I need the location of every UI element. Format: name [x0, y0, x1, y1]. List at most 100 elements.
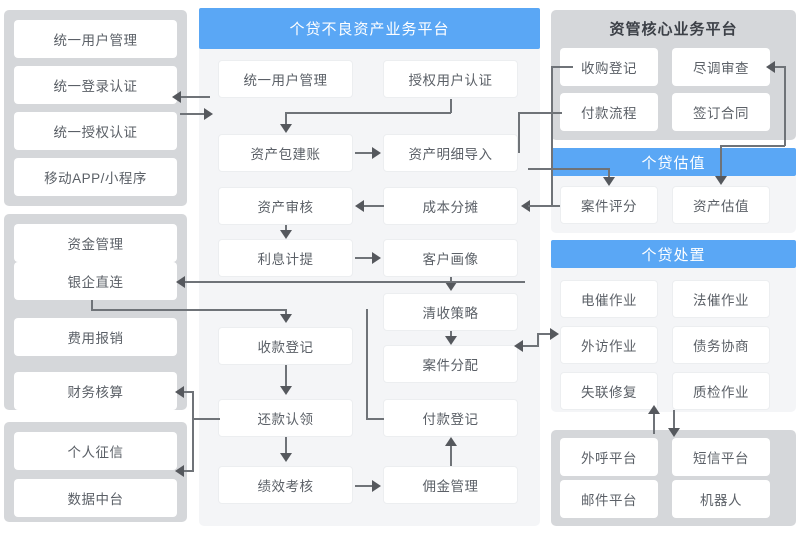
- connector-payment-process-to-center: [518, 112, 562, 114]
- right-disposal-item-phone-collection[interactable]: 电催作业: [560, 280, 658, 318]
- connector-center-to-bank-direct: [182, 281, 525, 283]
- right-core-item-sign-contract[interactable]: 签订合同: [672, 93, 770, 131]
- connector-repayment-to-performance: [285, 437, 287, 456]
- arrow-into-due-diligence-review: [766, 61, 775, 73]
- connector-commission-to-payment-reg: [450, 446, 452, 466]
- connector-due-diligence-to-asset-valuation-v2: [720, 145, 722, 178]
- arrow-repayment-to-personal-credit: [175, 465, 184, 477]
- connector-performance-to-commission: [355, 485, 375, 487]
- center-panel-header: 个贷不良资产业务平台: [199, 8, 540, 49]
- center-node-authorized-user-auth[interactable]: 授权用户认证: [383, 60, 518, 98]
- center-node-interest-accrual[interactable]: 利息计提: [218, 239, 353, 277]
- right-channel-item-sms-platform[interactable]: 短信平台: [672, 438, 770, 476]
- connector-disposal-to-channel-down: [673, 410, 675, 430]
- arrow-left-to-center-in: [172, 91, 181, 103]
- arrow-customer-profile-to-strategy: [445, 282, 457, 291]
- center-node-payment-receipt-registration[interactable]: 收款登记: [218, 327, 353, 365]
- right-disposal-item-field-visit[interactable]: 外访作业: [560, 326, 658, 364]
- connector-auth-to-asset-account-v1: [450, 99, 452, 113]
- connector-case-assignment-disposal-h2: [537, 333, 553, 335]
- center-node-customer-profile[interactable]: 客户画像: [383, 239, 518, 277]
- center-node-case-assignment[interactable]: 案件分配: [383, 345, 518, 383]
- left-item-personal-credit[interactable]: 个人征信: [14, 432, 177, 470]
- connector-payment-reg-to-left-v: [366, 309, 368, 419]
- right-core-item-due-diligence-review[interactable]: 尽调审查: [672, 48, 770, 86]
- right-channel-item-outbound-call-platform[interactable]: 外呼平台: [560, 438, 658, 476]
- right-disposal-item-debt-negotiation[interactable]: 债务协商: [672, 326, 770, 364]
- connector-center-to-left-out: [180, 113, 210, 115]
- arrow-repayment-to-financial-accounting: [175, 386, 184, 398]
- connector-strategy-to-case-assignment: [450, 331, 452, 338]
- arrow-performance-to-commission: [372, 480, 381, 492]
- right-disposal-item-lost-contact-repair[interactable]: 失联修复: [560, 372, 658, 410]
- arrow-asset-account-to-detail: [372, 147, 381, 159]
- connector-payment-reg-to-left-h: [366, 418, 384, 420]
- right-channel-item-robot[interactable]: 机器人: [672, 480, 770, 518]
- connector-asset-account-to-detail: [355, 152, 375, 154]
- connector-due-diligence-feed: [551, 66, 573, 68]
- left-item-bank-enterprise-direct[interactable]: 银企直连: [14, 262, 177, 300]
- arrow-disposal-to-case-assignment: [514, 340, 523, 352]
- center-node-payment-registration[interactable]: 付款登记: [383, 399, 518, 437]
- left-item-unified-user-management[interactable]: 统一用户管理: [14, 20, 177, 58]
- connector-left-to-center-in: [178, 96, 210, 98]
- connector-asset-review-to-interest: [285, 225, 287, 233]
- connector-interest-to-customer-profile: [355, 257, 375, 259]
- connector-center-to-case-scoring-h: [528, 168, 610, 170]
- arrow-to-asset-package-account: [280, 124, 292, 133]
- arrow-receipt-to-repayment-claim: [280, 386, 292, 395]
- left-item-unified-authorization-auth[interactable]: 统一授权认证: [14, 112, 177, 150]
- center-node-repayment-claim[interactable]: 还款认领: [218, 399, 353, 437]
- connector-right-to-cost-allocation-v: [551, 66, 553, 206]
- arrow-channel-to-disposal: [648, 405, 660, 414]
- connector-due-diligence-to-asset-valuation-v1: [784, 66, 786, 146]
- left-item-mobile-app-miniprogram[interactable]: 移动APP/小程序: [14, 158, 177, 196]
- connector-case-scoring-to-center: [528, 205, 560, 207]
- center-node-asset-detail-import[interactable]: 资产明细导入: [383, 134, 518, 172]
- connector-case-assignment-disposal-h1: [521, 345, 539, 347]
- right-core-item-payment-process[interactable]: 付款流程: [560, 93, 658, 131]
- connector-auth-to-asset-account-v2: [285, 112, 287, 126]
- connector-repayment-to-left-v: [192, 391, 194, 471]
- center-node-collection-strategy[interactable]: 清收策略: [383, 293, 518, 331]
- arrow-interest-to-customer-profile: [372, 252, 381, 264]
- arrow-cost-allocation-to-asset-review: [355, 200, 364, 212]
- arrow-asset-review-to-interest: [280, 230, 292, 239]
- arrow-disposal-to-channel: [668, 428, 680, 437]
- connector-bank-direct-out-v: [91, 300, 93, 310]
- connector-repayment-to-accounting-h: [182, 391, 194, 393]
- right-disposal-item-quality-inspection[interactable]: 质检作业: [672, 372, 770, 410]
- right-core-item-acquisition-registration[interactable]: 收购登记: [560, 48, 658, 86]
- left-item-unified-login-auth[interactable]: 统一登录认证: [14, 66, 177, 104]
- connector-due-diligence-to-asset-valuation-h: [720, 145, 785, 147]
- arrow-center-to-case-scoring: [603, 177, 615, 186]
- arrow-case-assignment-to-disposal: [550, 328, 559, 340]
- left-item-fund-management[interactable]: 资金管理: [14, 224, 177, 262]
- connector-receipt-to-repayment-claim: [285, 365, 287, 388]
- right-channel-item-email-platform[interactable]: 邮件平台: [560, 480, 658, 518]
- connector-due-diligence-in-h: [772, 66, 786, 68]
- connector-bank-direct-to-receipt-h: [91, 309, 286, 311]
- left-item-expense-reimbursement[interactable]: 费用报销: [14, 318, 177, 356]
- center-node-asset-review[interactable]: 资产审核: [218, 187, 353, 225]
- right-valuation-item-asset-valuation[interactable]: 资产估值: [672, 186, 770, 224]
- center-node-asset-package-account[interactable]: 资产包建账: [218, 134, 353, 172]
- connector-case-assignment-disposal-v: [537, 333, 539, 346]
- connector-disposal-to-channel-up: [653, 414, 655, 434]
- right-group-valuation-header: 个贷估值: [551, 148, 796, 176]
- connector-cost-allocation-to-asset-review: [362, 205, 384, 207]
- left-item-data-midplatform[interactable]: 数据中台: [14, 479, 177, 517]
- arrow-due-diligence-to-asset-valuation: [715, 176, 727, 185]
- center-node-performance-appraisal[interactable]: 绩效考核: [218, 466, 353, 504]
- connector-auth-to-asset-account-h: [285, 112, 451, 114]
- right-disposal-item-legal-collection[interactable]: 法催作业: [672, 280, 770, 318]
- left-item-financial-accounting[interactable]: 财务核算: [14, 372, 177, 410]
- arrow-commission-to-payment-reg: [445, 437, 457, 446]
- center-node-unified-user-management[interactable]: 统一用户管理: [218, 60, 353, 98]
- center-node-cost-allocation[interactable]: 成本分摊: [383, 187, 518, 225]
- arrow-bank-direct-to-receipt: [280, 314, 292, 323]
- center-node-commission-management[interactable]: 佣金管理: [383, 466, 518, 504]
- connector-bank-direct-to-receipt-v: [285, 309, 287, 317]
- right-valuation-item-case-scoring[interactable]: 案件评分: [560, 186, 658, 224]
- arrow-center-to-bank-direct: [176, 276, 185, 288]
